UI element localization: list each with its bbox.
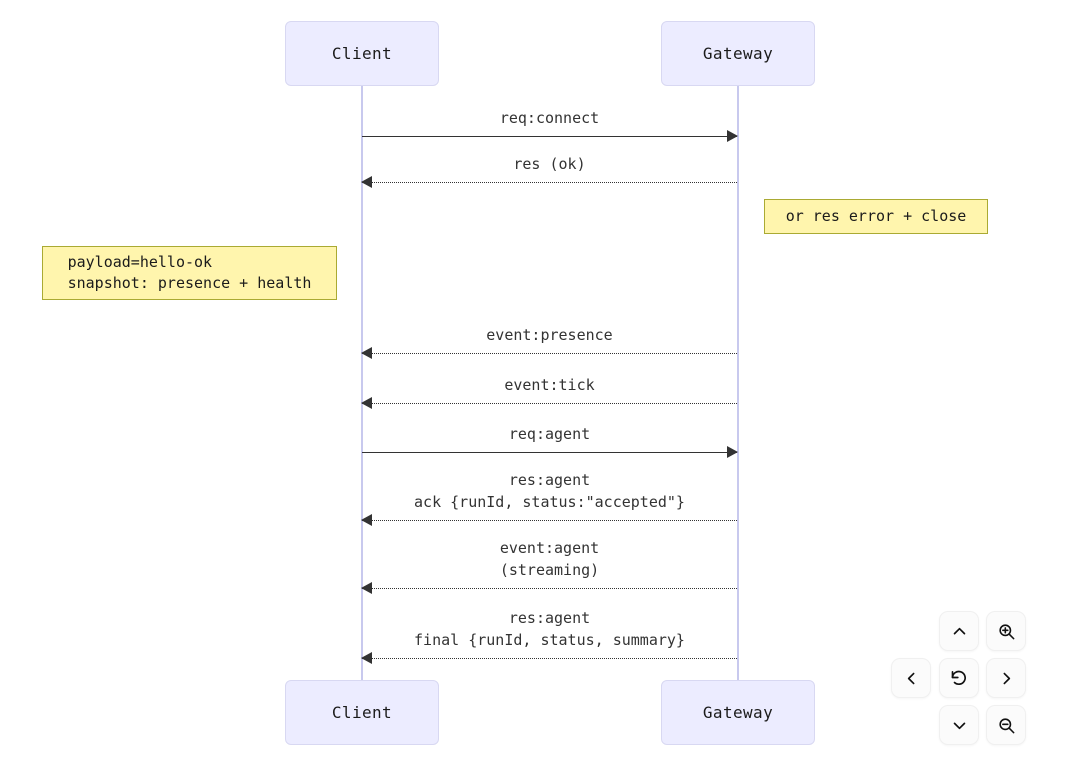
participant-client-bottom-label: Client bbox=[331, 703, 393, 722]
chevron-up-icon bbox=[951, 623, 968, 640]
chevron-right-icon bbox=[998, 670, 1015, 687]
participant-client-bottom[interactable]: Client bbox=[285, 680, 439, 745]
chevron-left-icon bbox=[903, 670, 920, 687]
lifeline-client bbox=[361, 86, 363, 680]
message-req-agent-label: req:agent bbox=[508, 425, 591, 443]
message-req-connect-label: req:connect bbox=[499, 109, 600, 127]
participant-client-top-label: Client bbox=[331, 44, 393, 63]
note-gateway-error: or res error + close bbox=[764, 199, 988, 234]
participant-gateway-top[interactable]: Gateway bbox=[661, 21, 815, 86]
zoom-in-button[interactable] bbox=[986, 611, 1026, 651]
pan-right-button[interactable] bbox=[986, 658, 1026, 698]
arrowhead-left-icon bbox=[361, 347, 372, 359]
note-client-payload-text: payload=hello-ok snapshot: presence + he… bbox=[67, 253, 312, 292]
note-gateway-error-text: or res error + close bbox=[785, 207, 967, 225]
message-event-tick-line bbox=[362, 403, 737, 404]
message-event-presence-label: event:presence bbox=[486, 326, 613, 344]
arrowhead-left-icon bbox=[361, 582, 372, 594]
participant-gateway-bottom[interactable]: Gateway bbox=[661, 680, 815, 745]
participant-gateway-bottom-label: Gateway bbox=[702, 703, 774, 722]
arrowhead-right-icon bbox=[727, 446, 738, 458]
arrowhead-left-icon bbox=[361, 514, 372, 526]
note-client-payload: payload=hello-ok snapshot: presence + he… bbox=[42, 246, 337, 300]
message-res-ok-line bbox=[362, 182, 737, 183]
message-event-presence-line bbox=[362, 353, 737, 354]
arrowhead-right-icon bbox=[727, 130, 738, 142]
message-res-agent-ack-line bbox=[362, 520, 737, 521]
message-event-agent-streaming-line bbox=[362, 588, 737, 589]
message-res-ok-label: res (ok) bbox=[513, 155, 586, 173]
pan-up-button[interactable] bbox=[939, 611, 979, 651]
participant-client-top[interactable]: Client bbox=[285, 21, 439, 86]
message-res-agent-ack-label: res:agent ack {runId, status:"accepted"} bbox=[414, 471, 685, 511]
pan-left-button[interactable] bbox=[891, 658, 931, 698]
arrowhead-left-icon bbox=[361, 397, 372, 409]
pan-down-button[interactable] bbox=[939, 705, 979, 745]
message-event-agent-streaming-label: event:agent (streaming) bbox=[499, 539, 600, 579]
lifeline-gateway bbox=[737, 86, 739, 680]
zoom-out-button[interactable] bbox=[986, 705, 1026, 745]
arrowhead-left-icon bbox=[361, 652, 372, 664]
message-res-agent-final-line bbox=[362, 658, 737, 659]
reset-icon bbox=[949, 668, 969, 688]
message-event-tick-label: event:tick bbox=[504, 376, 595, 394]
zoom-out-icon bbox=[997, 716, 1016, 735]
message-req-agent-line bbox=[362, 452, 737, 453]
chevron-down-icon bbox=[951, 717, 968, 734]
zoom-in-icon bbox=[997, 622, 1016, 641]
participant-gateway-top-label: Gateway bbox=[702, 44, 774, 63]
message-req-connect-line bbox=[362, 136, 737, 137]
reset-view-button[interactable] bbox=[939, 658, 979, 698]
message-res-agent-final-label: res:agent final {runId, status, summary} bbox=[414, 609, 685, 649]
arrowhead-left-icon bbox=[361, 176, 372, 188]
